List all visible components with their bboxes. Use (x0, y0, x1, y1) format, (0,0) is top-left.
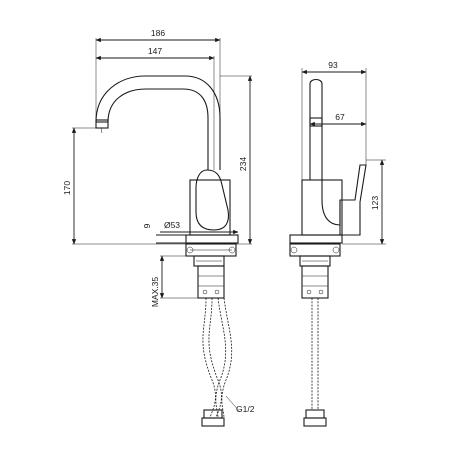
side-aerator (309, 117, 323, 127)
side-hoses (303, 298, 327, 427)
dim-spout-height: 170 (62, 181, 72, 195)
dim-spout-reach: 147 (148, 46, 162, 56)
side-view: 93 67 123 (289, 60, 386, 427)
dim-handle-height: 123 (370, 196, 380, 210)
side-lever (339, 164, 367, 236)
dim-max-deck: MAX.35 (150, 277, 160, 308)
dim-base-flange: 9 (142, 223, 152, 228)
front-deck (185, 243, 237, 299)
front-aerator (95, 119, 109, 129)
side-handle-connector (321, 180, 341, 226)
dim-side-width: 93 (328, 60, 338, 70)
front-hoses (201, 297, 233, 427)
dim-aerator-offset: 67 (335, 112, 345, 122)
dim-base-diameter: Ø53 (164, 220, 180, 230)
side-body (289, 164, 367, 299)
front-spout (95, 75, 221, 170)
side-spout (309, 78, 323, 180)
front-base-ring (185, 234, 239, 244)
dim-total-height: 234 (238, 157, 248, 171)
dim-overall-width: 186 (151, 28, 165, 38)
front-view: 186 147 234 170 9 Ø53 MAX.35 G1/2 (62, 28, 255, 427)
front-body (185, 169, 239, 244)
dim-thread: G1/2 (236, 404, 255, 414)
front-lever (195, 169, 230, 231)
